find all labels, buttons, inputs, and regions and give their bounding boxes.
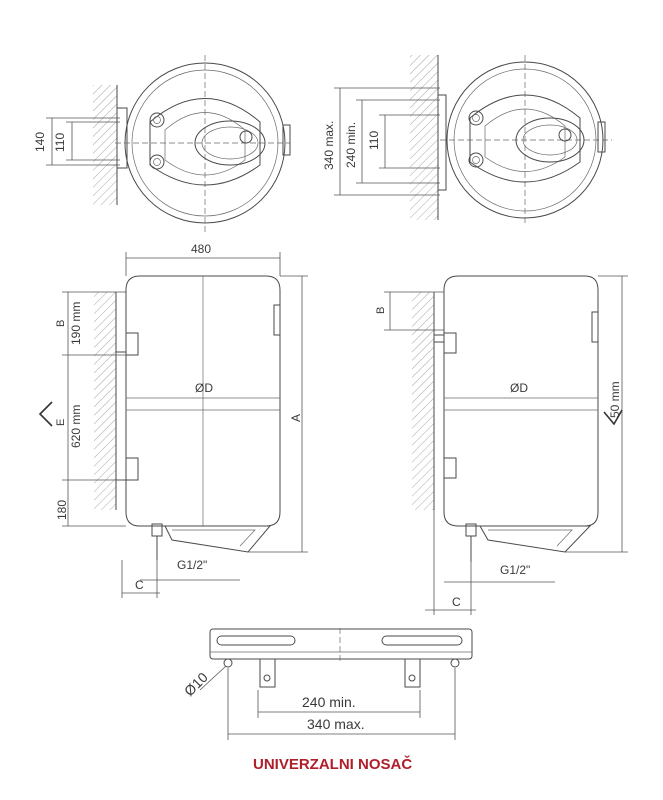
dim-140: 140 [33,132,47,152]
dim-50mm: 50 mm [608,381,622,418]
dim-b-label: B [375,307,387,314]
bracket-caption: UNIVERZALNI NOSAČ [253,755,412,773]
wall-hatch [93,85,117,205]
dim-c: C [452,595,461,609]
tank-body [125,275,281,527]
dim-340-max: 340 max. [307,716,365,732]
thread-label: G1/2" [177,558,207,572]
dim-620mm: 620 mm [69,405,83,448]
hook-left [259,658,276,688]
dim-110: 110 [367,131,381,150]
dim-190mm: 190 mm [69,302,83,345]
dim-b-label: B [55,320,67,327]
thread-label: G1/2" [500,563,530,577]
dim-240-min: 240 min. [344,122,358,168]
side-view: B ØD 50 mm G1/2" C [375,275,628,615]
universal-bracket: 240 min. 340 max. Ø10 UNIVERZALNI NOSAČ [181,628,473,773]
top-view-left: 140 110 [33,55,291,232]
dim-240-min: 240 min. [302,694,356,710]
tank-body [443,275,599,527]
hook-right [404,658,421,688]
dim-a: A [289,414,303,422]
dim-340-max: 340 max. [322,121,336,170]
diameter-label: ØD [195,381,213,395]
dim-180: 180 [55,500,69,520]
diameter-label: ØD [510,381,528,395]
top-view-right: 340 max. 240 min. 110 [322,55,612,225]
dim-480: 480 [191,242,211,256]
arrow-marker [38,401,53,427]
wall-hatch [94,292,116,510]
bracket-rail [209,628,473,660]
arrow-marker [603,409,623,426]
dim-c: C [135,578,144,592]
dim-hole-diameter: Ø10 [181,669,211,699]
wall-hatch [410,55,438,220]
front-view: 480 B 190 mm E 620 mm 180 ØD A G1/2" C [38,242,308,598]
wall-hatch [412,292,434,510]
dim-110: 110 [53,133,67,152]
dim-e-label: E [55,419,67,426]
